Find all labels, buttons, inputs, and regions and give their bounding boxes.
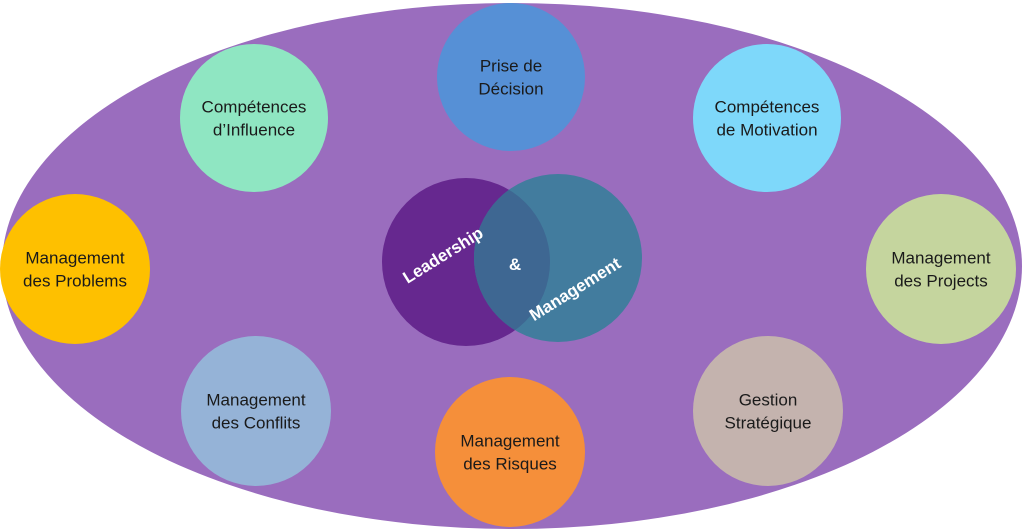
venn-overlap bbox=[474, 178, 550, 342]
competences-motivation-label-line-2: de Motivation bbox=[716, 121, 817, 140]
node-management-projects: Management des Projects bbox=[866, 194, 1016, 344]
management-risques-circle bbox=[435, 377, 585, 527]
node-competences-motivation: Compétences de Motivation bbox=[693, 44, 841, 192]
gestion-strategique-label-line-2: Stratégique bbox=[725, 414, 812, 433]
management-conflits-label-line-2: des Conflits bbox=[212, 414, 301, 433]
management-projects-circle bbox=[866, 194, 1016, 344]
prise-de-decision-circle bbox=[437, 3, 585, 151]
management-problems-label-line-1: Management bbox=[25, 249, 125, 268]
gestion-strategique-label-line-1: Gestion bbox=[739, 391, 798, 410]
management-conflits-circle bbox=[181, 336, 331, 486]
management-projects-label-line-1: Management bbox=[891, 249, 991, 268]
competences-influence-label-line-2: d’Influence bbox=[213, 121, 295, 140]
node-management-problems: Management des Problems bbox=[0, 194, 150, 344]
prise-de-decision-label-line-1: Prise de bbox=[480, 57, 542, 76]
competences-influence-label-line-1: Compétences bbox=[202, 98, 307, 117]
gestion-strategique-circle bbox=[693, 336, 843, 486]
ampersand-label: & bbox=[509, 255, 521, 274]
node-management-risques: Management des Risques bbox=[435, 377, 585, 527]
node-competences-influence: Compétences d’Influence bbox=[180, 44, 328, 192]
core-venn: Leadership & Management bbox=[382, 174, 642, 346]
topic-nodes: Prise deDécisionCompétencesd’InfluenceCo… bbox=[0, 3, 1016, 527]
management-risques-label-line-1: Management bbox=[460, 432, 560, 451]
management-problems-label-line-2: des Problems bbox=[23, 272, 127, 291]
prise-de-decision-label-line-2: Décision bbox=[478, 80, 543, 99]
management-risques-label-line-2: des Risques bbox=[463, 455, 557, 474]
management-projects-label-line-2: des Projects bbox=[894, 272, 988, 291]
management-conflits-label-line-1: Management bbox=[206, 391, 306, 410]
node-management-conflits: Management des Conflits bbox=[181, 336, 331, 486]
node-prise-de-decision: Prise de Décision bbox=[437, 3, 585, 151]
management-problems-circle bbox=[0, 194, 150, 344]
competences-motivation-circle bbox=[693, 44, 841, 192]
competences-influence-circle bbox=[180, 44, 328, 192]
competences-motivation-label-line-1: Compétences bbox=[715, 98, 820, 117]
